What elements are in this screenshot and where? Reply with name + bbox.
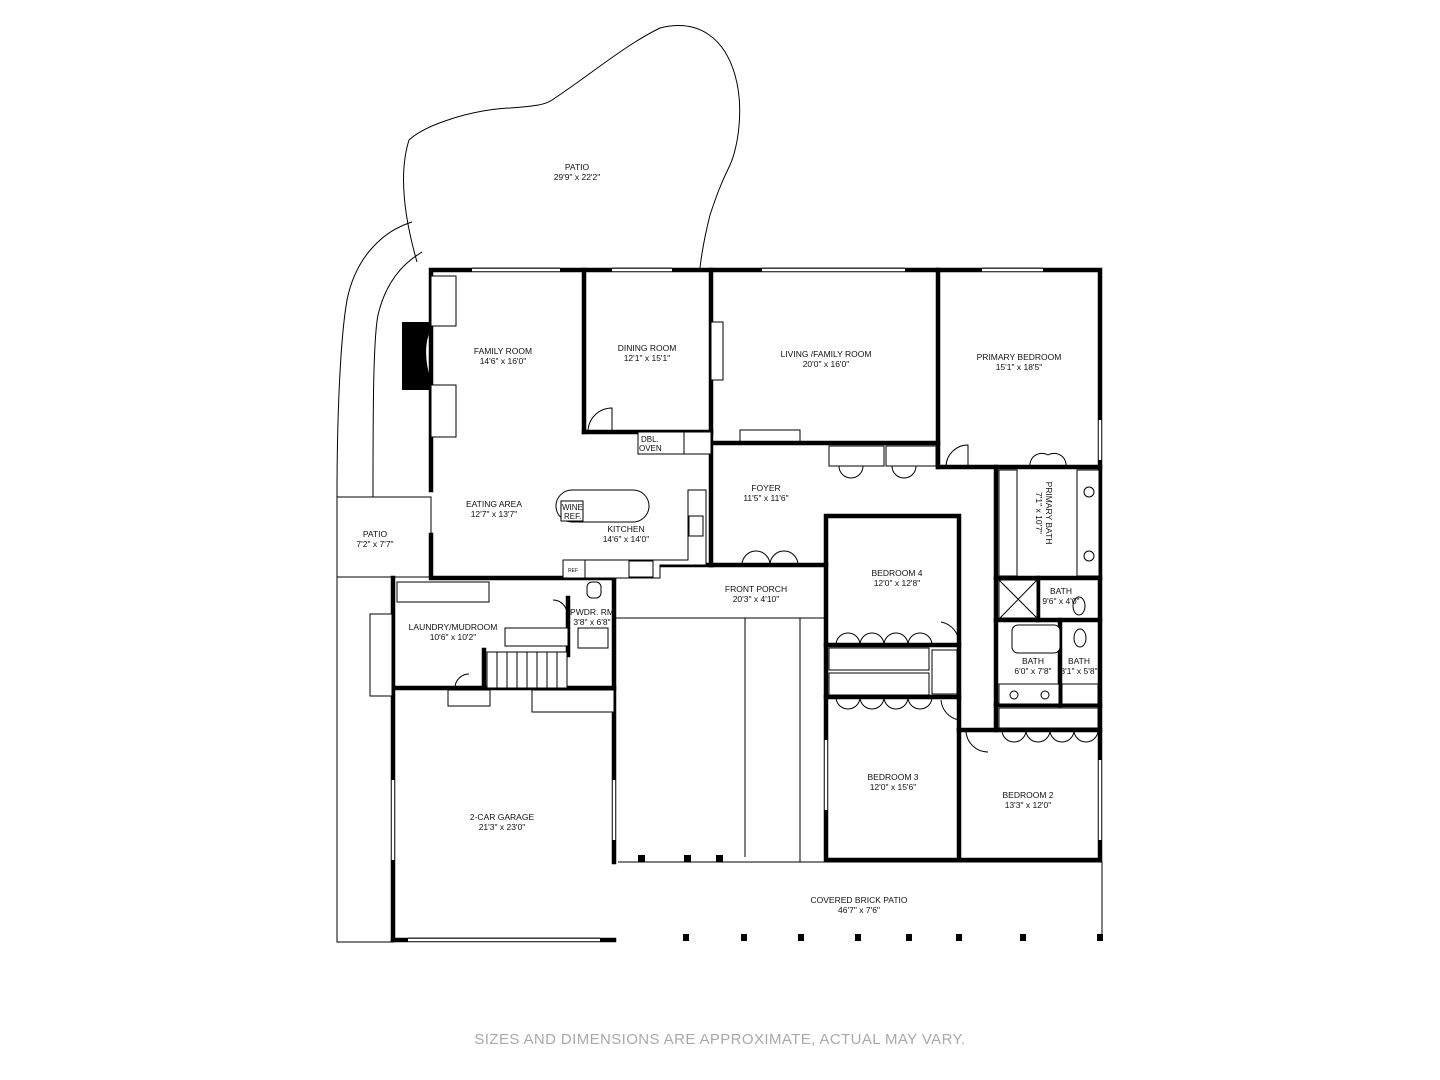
- bath-a-dim: 9'6" x 4'0": [1042, 596, 1079, 606]
- bedroom-4-dim: 12'0" x 12'8": [874, 578, 921, 588]
- patio-outline: [403, 25, 741, 269]
- covered-patio-name: COVERED BRICK PATIO: [811, 895, 908, 905]
- oven-cabinet: [683, 431, 712, 455]
- kitchen-dim: 14'6" x 14'0": [603, 534, 650, 544]
- wine-ref-box: [560, 500, 584, 522]
- primary-bedroom-name: PRIMARY BEDROOM: [977, 352, 1062, 362]
- patio-top-name: PATIO: [565, 162, 590, 172]
- path-walkway-inner: [372, 251, 423, 498]
- bedroom-2-name: BEDROOM 2: [1002, 790, 1053, 800]
- bath-fixtures: [998, 469, 1100, 705]
- covered-patio-dim: 46'7" x 7'6": [838, 905, 880, 915]
- fridge: [562, 559, 586, 579]
- garage-shelf: [531, 689, 615, 713]
- living-room-name: LIVING /FAMILY ROOM: [781, 349, 872, 359]
- stairs: [486, 651, 568, 689]
- bath-c-name: BATH: [1068, 656, 1090, 666]
- eating-area-name: EATING AREA: [466, 499, 522, 509]
- closets: [828, 445, 1099, 729]
- foyer-name: FOYER: [751, 483, 780, 493]
- powder-room-dim: 3'8" x 6'8": [573, 617, 610, 627]
- family-room-builtin-upper: [430, 275, 457, 327]
- laundry-cabinet: [504, 627, 569, 647]
- laundry-counter: [396, 581, 490, 603]
- kitchen-counter: [579, 489, 707, 579]
- powder-toilet: [586, 581, 602, 599]
- eating-area-dim: 12'7" x 13'7": [471, 509, 518, 519]
- family-room-name: FAMILY ROOM: [474, 346, 532, 356]
- family-room-dim: 14'6" x 16'0": [480, 356, 527, 366]
- kitchen-name: KITCHEN: [607, 524, 644, 534]
- wine-ref-label-2: REF.: [564, 512, 581, 521]
- front-porch-dim: 20'3" x 4'10": [733, 594, 780, 604]
- porch-walk: [745, 618, 801, 863]
- windows: [391, 267, 1102, 942]
- bath-b-dim: 6'0" x 7'8": [1014, 666, 1051, 676]
- powder-sink: [577, 627, 609, 649]
- laundry-name: LAUNDRY/MUDROOM: [409, 622, 498, 632]
- living-room-dim: 20'0" x 16'0": [803, 359, 850, 369]
- primary-bath-dim: 7'1" x 10'7": [1034, 492, 1044, 534]
- doors: [454, 407, 1099, 753]
- primary-bedroom-dim: 15'1" x 18'5": [996, 362, 1043, 372]
- garage-dim: 21'3" x 23'0": [479, 822, 526, 832]
- dining-hutch: [710, 321, 724, 381]
- kitchen-sink: [628, 560, 654, 578]
- patio-top-dim: 29'9" x 22'2": [554, 172, 601, 182]
- garage-steps: [447, 689, 491, 707]
- yard-left-edge: [336, 577, 393, 943]
- cooktop: [688, 515, 704, 537]
- foyer-dim: 11'5" x 11'6": [743, 493, 788, 503]
- bath-b-name: BATH: [1022, 656, 1044, 666]
- bedroom-4-name: BEDROOM 4: [871, 568, 922, 578]
- bedroom-3-name: BEDROOM 3: [867, 772, 918, 782]
- dining-room-dim: 12'1" x 15'1": [624, 353, 671, 363]
- dining-room-name: DINING ROOM: [618, 343, 677, 353]
- fireplace: [402, 322, 431, 390]
- powder-room-name: PWDR. RM: [570, 607, 614, 617]
- walls: [390, 267, 1103, 943]
- bedroom-3-dim: 12'0" x 15'6": [870, 782, 917, 792]
- family-room-builtin-lower: [430, 384, 457, 438]
- mudroom-bench: [369, 613, 393, 697]
- ref-label: REF: [568, 568, 578, 574]
- disclaimer-text: SIZES AND DIMENSIONS ARE APPROXIMATE, AC…: [474, 1031, 966, 1048]
- patio-side-dim: 7'2" x 7'7": [356, 539, 393, 549]
- room-labels: PATIO 29'9" x 22'2" FAMILY ROOM 14'6" x …: [356, 162, 1097, 915]
- bath-c-dim: 3'1" x 5'8": [1060, 666, 1097, 676]
- patio-side-name: PATIO: [363, 529, 388, 539]
- path-walkway: [336, 221, 413, 498]
- bath-a-name: BATH: [1050, 586, 1072, 596]
- patio-posts: [638, 855, 1103, 941]
- dbl-oven-label-2: OVEN: [639, 444, 662, 453]
- dbl-oven-label-1: DBL.: [641, 435, 659, 444]
- bedroom-2-dim: 13'3" x 12'0": [1005, 800, 1052, 810]
- laundry-dim: 10'6" x 10'2": [430, 632, 477, 642]
- primary-bath-name: PRIMARY BATH: [1044, 482, 1054, 545]
- front-porch-name: FRONT PORCH: [725, 584, 787, 594]
- wine-ref-label-1: WINE: [562, 503, 583, 512]
- garage-name: 2-CAR GARAGE: [470, 812, 535, 822]
